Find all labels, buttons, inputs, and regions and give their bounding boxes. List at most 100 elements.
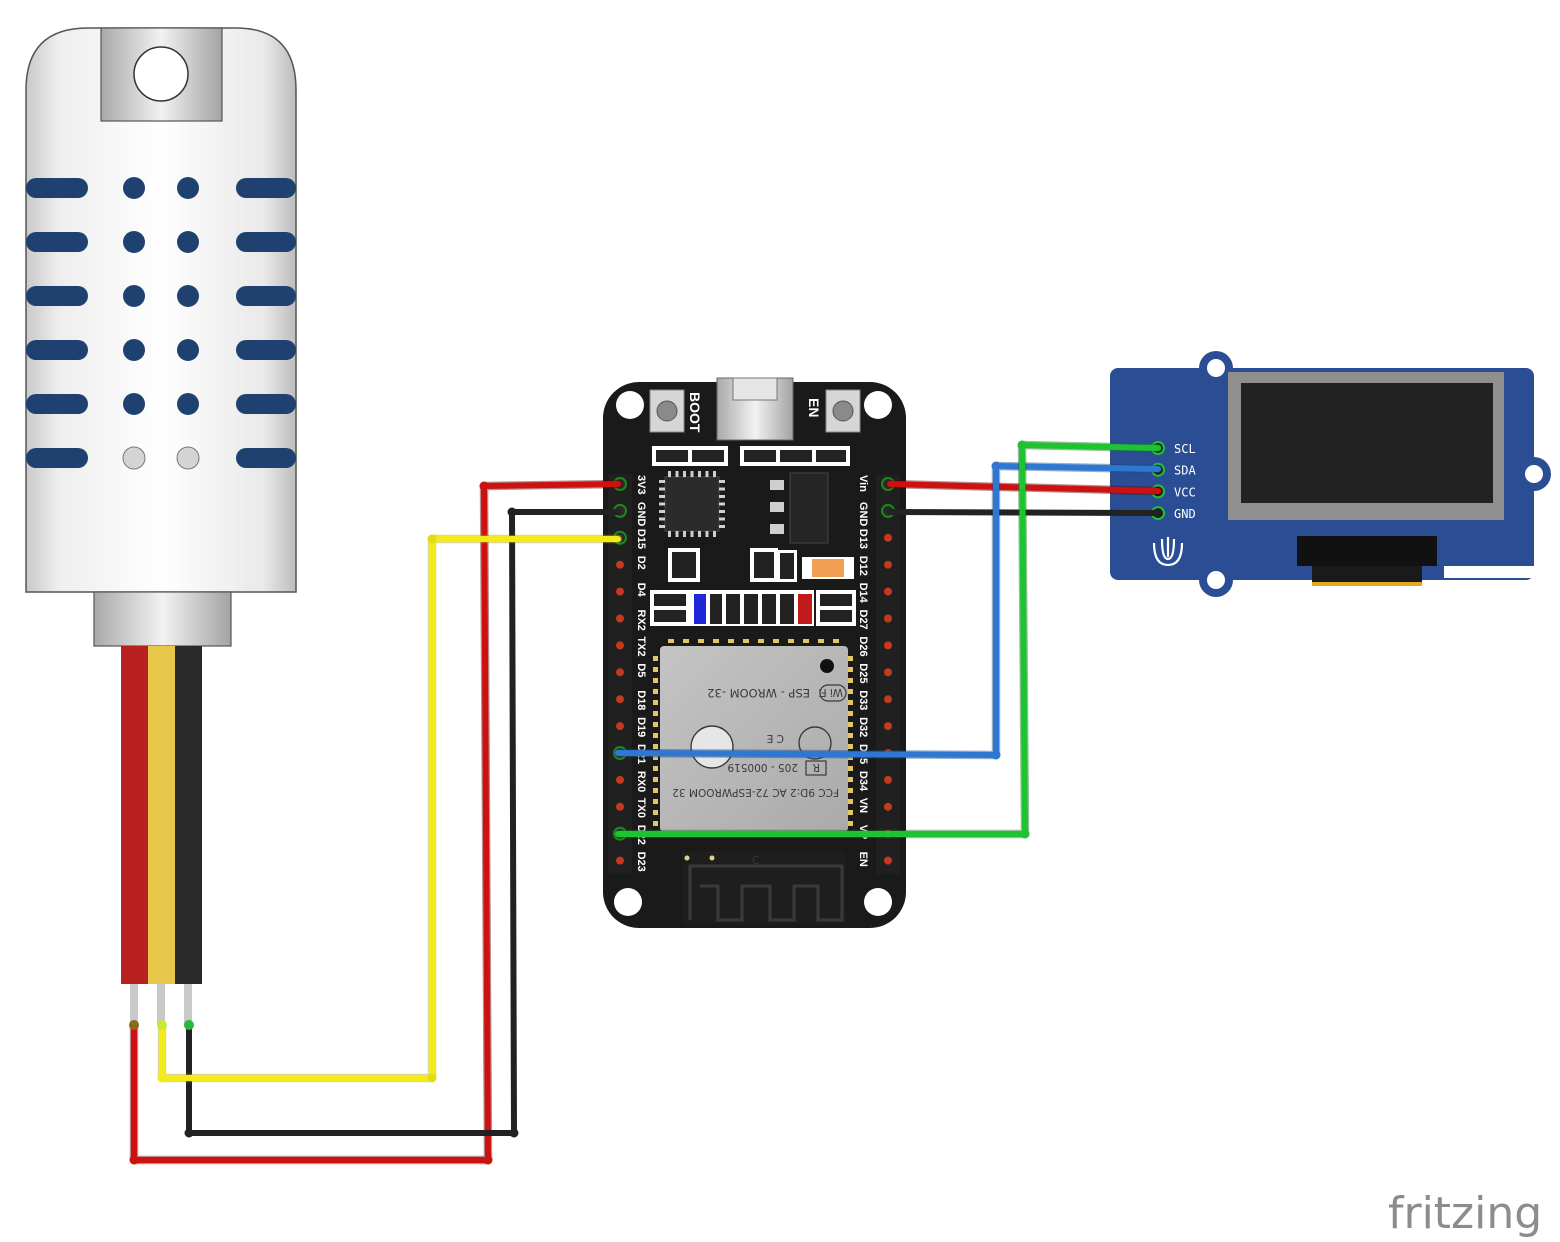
module-edge-pad: [818, 639, 824, 643]
module-edge-pad: [653, 810, 658, 815]
sensor-vent-slot: [236, 340, 296, 360]
oled-pin-label: SDA: [1174, 464, 1196, 478]
module-edge-pad: [653, 799, 658, 804]
module-edge-pad: [698, 639, 704, 643]
chip-leg: [705, 471, 709, 477]
sensor-vent-slot: [236, 232, 296, 252]
wire-bend-point: [427, 534, 437, 544]
wire-bend-point: [184, 1128, 194, 1138]
sensor-pin-end: [157, 1020, 167, 1030]
wire-bend-point: [991, 750, 1001, 760]
usb-uart-chip: [664, 476, 720, 532]
sensor-vent-hole: [123, 393, 145, 415]
module-edge-pad: [833, 639, 839, 643]
oled-mount-hole: [1207, 359, 1225, 377]
wire-bend-point: [991, 461, 1001, 471]
oled-pin-label: SCL: [1174, 442, 1196, 456]
left-pin-socket: [616, 641, 624, 650]
wire-bend-point: [157, 1073, 167, 1083]
right-pin-label: D32: [857, 717, 869, 737]
left-pin-label: TX2: [635, 636, 647, 656]
sensor-vent-slot: [26, 286, 88, 306]
module-edge-pad: [848, 722, 853, 727]
left-pin-socket: [616, 695, 624, 704]
right-pin-label: D26: [857, 636, 869, 656]
sensor-vent-slot: [236, 286, 296, 306]
module-edge-pad: [848, 744, 853, 749]
module-wifi-mark: Wi Fi: [818, 686, 843, 698]
sensor-pin-end: [129, 1020, 139, 1030]
sensor-vent-slot: [236, 448, 296, 468]
module-edge-pad: [848, 656, 853, 661]
module-edge-pad: [848, 711, 853, 716]
chip-leg: [683, 471, 686, 477]
chip-leg: [719, 480, 725, 483]
wire-bend-point: [1020, 829, 1030, 839]
sensor-lead-black: [175, 646, 202, 984]
esp32-board: BOOT EN: [603, 377, 906, 928]
chip-leg: [719, 487, 725, 491]
module-edge-pad: [743, 639, 749, 643]
esp32-mount-hole: [864, 391, 892, 419]
right-pin-label: D12: [857, 556, 869, 576]
right-pin-label: D27: [857, 610, 869, 630]
oled-flex-cable: [1297, 536, 1437, 566]
module-edge-pad: [653, 777, 658, 782]
module-edge-pad: [848, 821, 853, 826]
module-edge-pad: [848, 766, 853, 771]
module-edge-pad: [668, 639, 674, 643]
chip-leg: [659, 502, 665, 506]
right-pin-label: D14: [857, 583, 869, 604]
right-pin-label: D33: [857, 690, 869, 710]
right-pin-socket: [884, 641, 892, 650]
sensor-pin-vcc: [130, 984, 138, 1026]
right-pin-label: EN: [857, 852, 869, 867]
smd-capacitor-body: [812, 559, 844, 577]
module-edge-pad: [848, 788, 853, 793]
left-pin-socket: [616, 722, 624, 731]
module-edge-pad: [848, 733, 853, 738]
sensor-pin-end: [184, 1020, 194, 1030]
right-pin-socket: [884, 695, 892, 704]
sensor-vent-hole: [122, 446, 146, 470]
chip-leg: [659, 525, 665, 528]
left-pin-label: D4: [635, 583, 647, 598]
en-button-cap[interactable]: [832, 400, 854, 422]
boot-button-cap[interactable]: [656, 400, 678, 422]
module-r-box: [805, 760, 827, 776]
chip-leg: [719, 517, 725, 521]
chip-leg: [719, 525, 725, 528]
left-pin-socket: [616, 560, 624, 569]
antenna-c-mark: C: [752, 855, 759, 867]
chip-leg: [698, 531, 701, 537]
left-pin-label: D18: [635, 690, 647, 710]
usb-connector-port: [732, 377, 778, 401]
chip-leg: [683, 531, 686, 537]
module-edge-pad: [803, 639, 809, 643]
wroom-markings: FCC 9D:2 AC 72-ESPWROOM 32 205 - 000519 …: [672, 684, 847, 798]
right-pin-socket: [884, 722, 892, 731]
chip-leg: [668, 471, 671, 477]
module-edge-pad: [848, 689, 853, 694]
module-edge-pad: [788, 639, 794, 643]
sensor-vent-hole: [176, 446, 200, 470]
chip-leg: [668, 531, 671, 537]
right-pin-socket: [884, 668, 892, 677]
module-edge-pad: [758, 639, 764, 643]
sensor-vent-hole: [177, 231, 199, 253]
left-pin-socket: [616, 668, 624, 677]
sensor-vent-slot: [236, 394, 296, 414]
module-edge-pad: [773, 639, 779, 643]
left-pin-socket: [616, 587, 624, 596]
module-edge-pad: [653, 821, 658, 826]
module-edge-pad: [848, 678, 853, 683]
right-pin-socket: [884, 775, 892, 784]
sensor-pin-gnd: [184, 984, 192, 1026]
wire-bend-point: [479, 481, 489, 491]
wire-bend-point: [509, 1128, 519, 1138]
oled-mount-hole: [1207, 571, 1225, 589]
left-pin-label: 3V3: [635, 475, 647, 495]
oled-flex-cable-tail: [1312, 566, 1422, 584]
